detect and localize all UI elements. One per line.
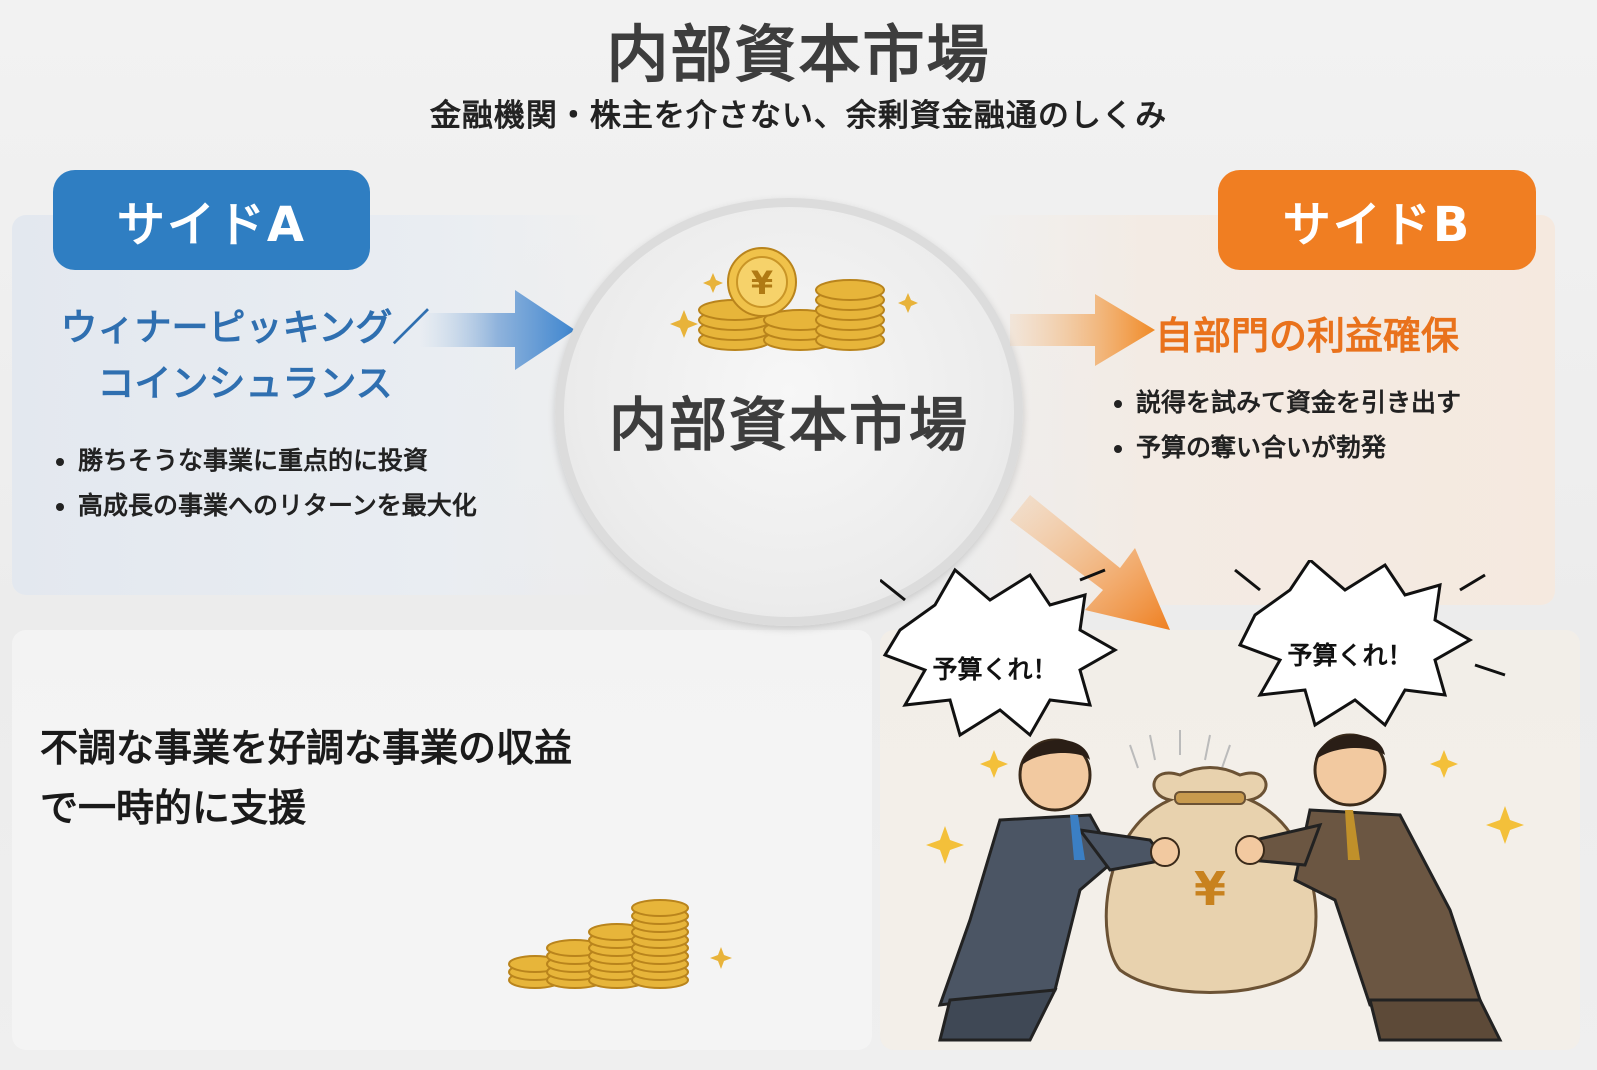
businessman-left-icon (937, 738, 1180, 1042)
side-a-bullet: 勝ちそうな事業に重点的に投資 (78, 438, 598, 483)
side-a-bullet-text: 高成長の事業へのリターンを最大化 (78, 491, 477, 520)
side-a-bullet: 高成長の事業へのリターンを最大化 (78, 483, 498, 528)
arrow-center-to-b-icon (1010, 294, 1155, 366)
speech-bubble-right (1237, 560, 1474, 728)
gold-coins-icon (508, 899, 732, 989)
budget-tug-of-war-illustration: ¥ (880, 560, 1524, 1042)
side-b-heading: 自部門の利益確保 (1155, 314, 1460, 358)
arrow-down-to-illustration-icon (1010, 495, 1170, 630)
money-bag-icon (1104, 766, 1318, 994)
side-b-bullet-list: 説得を試みて資金を引き出す 予算の奪い合いが勃発 (1106, 380, 1596, 470)
support-text-line2: で一時的に支援 (40, 786, 307, 830)
svg-text:¥: ¥ (751, 264, 773, 302)
page-subtitle: 金融機関・株主を介さない、余剰資金融通のしくみ (429, 98, 1168, 134)
speech-right-text: 予算くれ！ (1287, 641, 1413, 670)
side-a-heading: ウィナーピッキング／ コインシュランス (20, 300, 470, 412)
support-panel (12, 630, 872, 1050)
page-title: 内部資本市場 (606, 18, 991, 91)
center-label: 内部資本市場 (608, 391, 969, 459)
support-text-line1: 不調な事業を好調な事業の収益 (40, 726, 573, 770)
speech-left-text: 予算くれ！ (932, 655, 1058, 684)
side-b-bullet: 予算の奪い合いが勃発 (1136, 425, 1596, 470)
money-bag-yen-symbol: ¥ (1194, 862, 1226, 916)
side-a-bullet-list: 勝ちそうな事業に重点的に投資 高成長の事業へのリターンを最大化 (48, 438, 598, 528)
side-a-badge: サイドA (53, 170, 370, 270)
yen-coin-stack-icon: ¥ (670, 247, 918, 351)
support-text: 不調な事業を好調な事業の収益 で一時的に支援 (40, 718, 740, 838)
side-b-bullet: 説得を試みて資金を引き出す (1136, 380, 1596, 425)
side-a-heading-line1: ウィナーピッキング／ (60, 306, 430, 349)
side-a-heading-line2: コインシュランス (97, 362, 393, 405)
speech-bubble-left (882, 567, 1119, 738)
businessman-right-icon (1235, 733, 1503, 1042)
arrow-a-to-center-icon (420, 290, 575, 370)
side-a-panel (12, 215, 612, 595)
side-b-badge: サイドB (1218, 170, 1536, 270)
